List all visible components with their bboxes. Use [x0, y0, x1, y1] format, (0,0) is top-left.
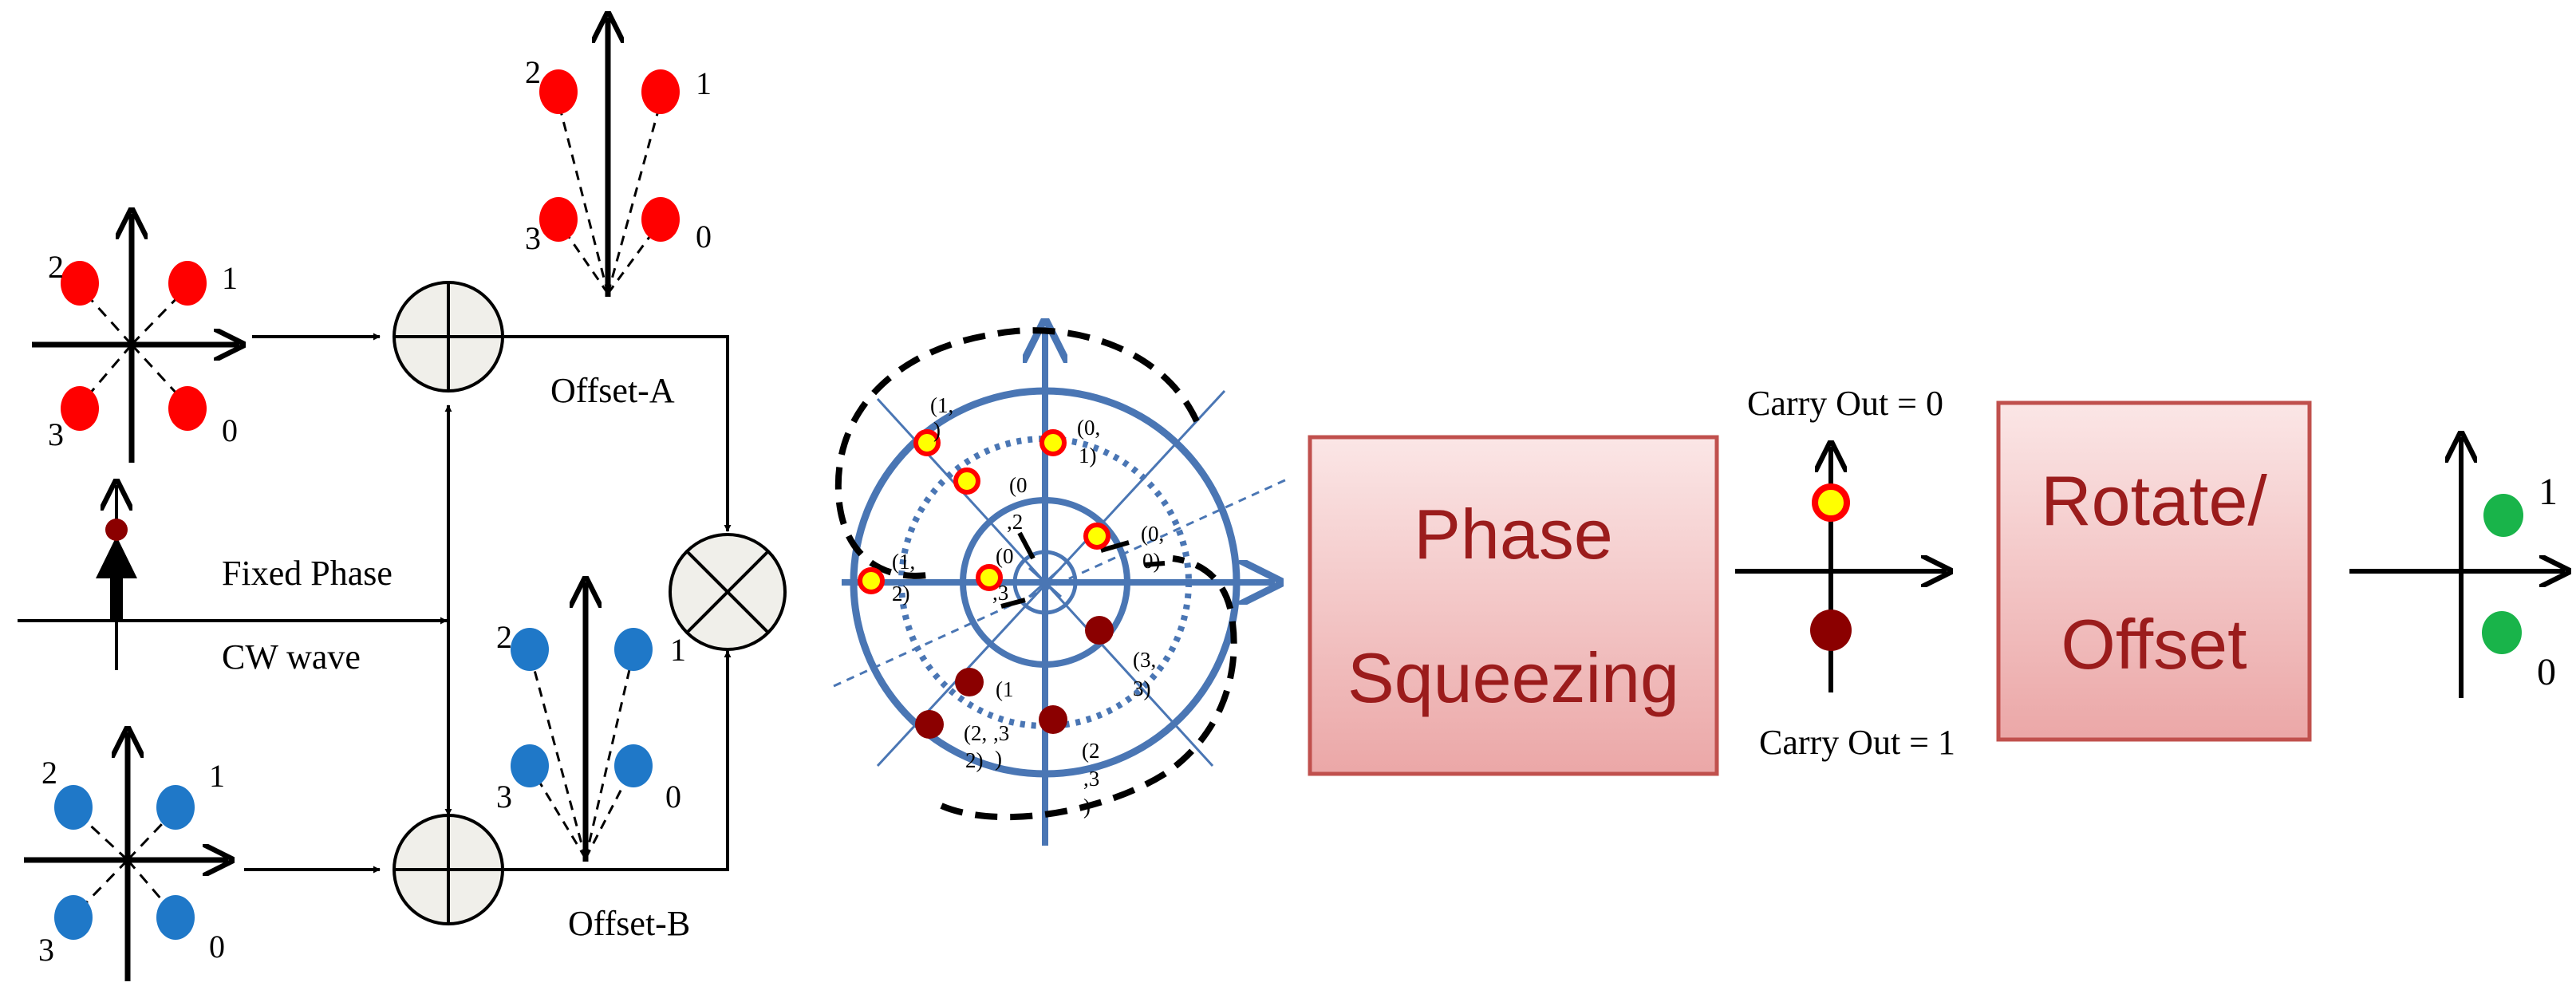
- input-constellation-bottom: 2 1 3 0: [24, 732, 228, 981]
- adder-top: [393, 281, 504, 393]
- point-label: 3): [1133, 677, 1151, 700]
- offset-b-constellation: 2 1 3 0 Offset-B: [496, 582, 690, 943]
- offset-a-label: Offset-A: [550, 371, 675, 410]
- symbol-dot: [641, 197, 680, 242]
- block-label-line2: Squeezing: [1347, 638, 1679, 717]
- carry-out-constellation: Carry Out = 0 Carry Out = 1: [1735, 384, 1955, 762]
- rotate-offset-block: Rotate/ Offset: [1996, 400, 2312, 742]
- symbol-dot: [1810, 610, 1852, 651]
- cw-phasor: Fixed Phase CW wave: [18, 485, 448, 677]
- symbol-label: 0: [222, 412, 238, 448]
- symbol-dot: [61, 261, 99, 306]
- symbol-dot: [61, 386, 99, 431]
- point-label: ,3: [992, 581, 1008, 605]
- carrier-dot: [105, 519, 128, 541]
- symbol-dot: [913, 429, 941, 456]
- symbol-dot: [614, 744, 653, 787]
- point-label: (0,: [1077, 416, 1100, 440]
- symbol-dot: [2482, 611, 2522, 654]
- symbol-dot: [976, 564, 1003, 591]
- point-label: ): [933, 418, 941, 442]
- symbol-label: 2: [41, 755, 57, 791]
- point-label: ): [995, 747, 1002, 771]
- symbol-dot: [1812, 483, 1850, 522]
- symbol-dot: [955, 668, 984, 696]
- cw-label-line1: Fixed Phase: [222, 554, 393, 593]
- point-label: ,2: [1007, 510, 1023, 534]
- symbol-dot: [953, 467, 980, 495]
- symbol-dot: [1083, 523, 1110, 550]
- symbol-dot: [168, 386, 207, 431]
- symbol-dot: [1039, 705, 1067, 734]
- symbol-dot: [1039, 429, 1067, 456]
- output-label-0: 0: [2537, 651, 2556, 693]
- point-label: (1: [996, 677, 1014, 701]
- symbol-label: 2: [525, 54, 541, 90]
- arrow-head-icon: [96, 536, 137, 578]
- symbol-dot: [156, 785, 195, 830]
- output-label-1: 1: [2539, 471, 2558, 513]
- symbol-dot: [858, 567, 885, 594]
- multiplier: [669, 533, 787, 651]
- point-label: (3,: [1133, 648, 1156, 672]
- input-constellation-top: 2 1 3 0: [32, 214, 239, 463]
- point-label: 1): [1079, 444, 1097, 467]
- symbol-label: 0: [209, 929, 225, 965]
- point-label: (2,: [964, 721, 987, 745]
- point-label: 2): [892, 582, 910, 606]
- symbol-dot: [1085, 616, 1114, 645]
- point-label: 0): [1142, 549, 1161, 573]
- point-label: (0: [996, 544, 1014, 568]
- point-label: ,3: [1083, 767, 1099, 791]
- point-label: ,3: [993, 721, 1009, 745]
- adder-bottom: [393, 814, 504, 925]
- symbol-dot: [156, 895, 195, 940]
- symbol-label: 1: [696, 65, 712, 101]
- symbol-label: 3: [38, 932, 54, 968]
- symbol-label: 3: [48, 416, 64, 452]
- symbol-dot: [168, 261, 207, 306]
- symbol-label: 0: [665, 779, 681, 815]
- symbol-label: 2: [48, 249, 64, 285]
- symbol-dot: [511, 744, 549, 787]
- symbol-dot: [511, 628, 549, 671]
- point-label: (1,: [892, 550, 915, 574]
- carry-top-label: Carry Out = 0: [1747, 384, 1943, 423]
- symbol-dot: [54, 895, 93, 940]
- signal-lines: [244, 333, 732, 874]
- point-label: (1,: [930, 393, 953, 417]
- block-label-line1: Rotate/: [2041, 461, 2267, 540]
- symbol-label: 1: [670, 632, 686, 668]
- symbol-dot: [539, 197, 578, 242]
- offset-a-constellation: 2 1 3 0 Offset-A: [525, 18, 712, 410]
- point-label: (0: [1009, 473, 1028, 497]
- symbol-label: 3: [525, 220, 541, 256]
- cw-label-line2: CW wave: [222, 637, 361, 677]
- block-label-line1: Phase: [1414, 495, 1613, 574]
- symbol-dot: [641, 69, 680, 114]
- carry-bottom-label: Carry Out = 1: [1759, 723, 1955, 762]
- offset-b-label: Offset-B: [568, 904, 690, 943]
- symbol-dot: [54, 785, 93, 830]
- point-label: (0,: [1141, 522, 1164, 546]
- symbol-label: 0: [696, 219, 712, 254]
- symbol-dot: [2483, 494, 2523, 537]
- symbol-dot: [915, 710, 944, 739]
- point-label: ): [1083, 795, 1091, 819]
- phase-squeezing-block: Phase Squeezing: [1308, 435, 1719, 776]
- mixed-constellation: (1, ) (0, 1) (0 ,2 (0, 0) (1, 2) (0 ,3 (…: [833, 327, 1289, 846]
- symbol-dot: [539, 69, 578, 114]
- symbol-label: 2: [496, 619, 512, 655]
- symbol-dot: [614, 628, 653, 671]
- symbol-label: 3: [496, 779, 512, 815]
- symbol-label: 1: [222, 260, 238, 296]
- point-label: (2: [1082, 739, 1100, 763]
- point-label: 2): [965, 748, 984, 772]
- symbol-label: 1: [209, 758, 225, 794]
- block-label-line2: Offset: [2061, 605, 2247, 684]
- output-constellation: 1 0: [2349, 437, 2565, 698]
